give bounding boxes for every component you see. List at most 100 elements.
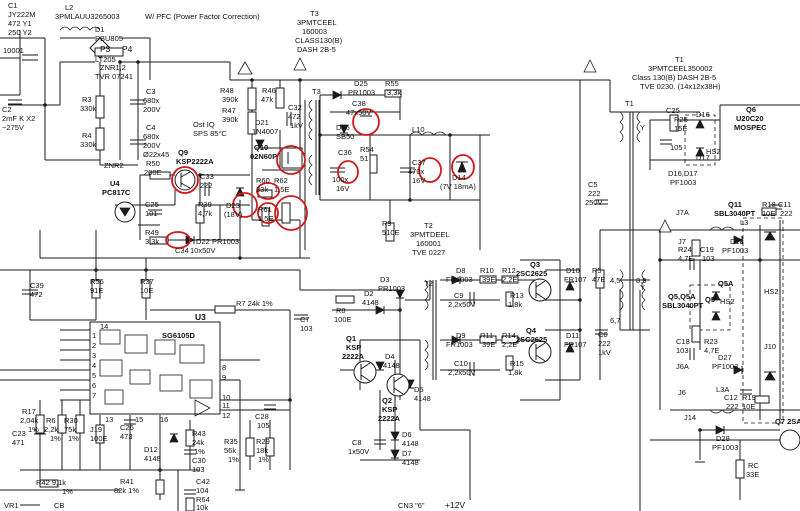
- label-c37: C37: [412, 158, 426, 167]
- label-u3: U3: [195, 312, 206, 322]
- label-j14: J14: [684, 413, 696, 422]
- warning-triangle-icons: [237, 57, 672, 233]
- label-hs2-c: HS2: [764, 287, 779, 296]
- label-d3: D3: [380, 275, 390, 284]
- label-q1v2: 2222A: [342, 352, 365, 361]
- label-j10: J10: [764, 342, 776, 351]
- label-cn3: CN3 "6": [398, 501, 425, 510]
- u3-pin-2: 2: [92, 341, 96, 350]
- label-d26v: SB50: [336, 132, 354, 141]
- label-r41v: 82k 1%: [114, 486, 139, 495]
- label-r8v: 100E: [334, 315, 352, 324]
- label-r19: R19: [742, 393, 756, 402]
- label-q9v: KSP2222A: [176, 157, 214, 166]
- label-c23v: 471: [12, 438, 25, 447]
- label-r49: R49: [145, 228, 159, 237]
- label-r42: R42 9,1k: [36, 478, 66, 487]
- u3-pin-1: 1: [92, 331, 96, 340]
- u3-pin-13: 13: [105, 415, 113, 424]
- label-c36v2: 16V: [336, 184, 349, 193]
- label-c39: C39: [30, 281, 44, 290]
- labels-bottom: R17 2,04k 1% R6 2,2k 1% R30 75k 1% J19 1…: [4, 407, 465, 511]
- label-q4v: 2SC2625: [516, 335, 547, 344]
- label-c6v: 222: [598, 339, 611, 348]
- label-r46: R46: [262, 86, 276, 95]
- label-r39v: 4,7k: [198, 209, 212, 218]
- labels-t3: T3 3PMTCEEL 160003 CLASS130(B) DASH 2B-5…: [295, 9, 343, 96]
- label-r61v: 1,5E: [258, 214, 273, 223]
- label-r7: R7 24k 1%: [236, 299, 273, 308]
- label-r47: R47: [222, 106, 236, 115]
- label-c8: C8: [352, 438, 362, 447]
- label-r37: R37: [140, 277, 154, 286]
- label-t1-tve: TVE 0230. (14x12x38H): [640, 82, 721, 91]
- label-r30v: 75k: [64, 425, 76, 434]
- label-r9: R9: [382, 219, 392, 228]
- u3-ic: [89, 321, 221, 417]
- label-q7: Q7 2SA: [775, 417, 800, 426]
- label-c34: C34: [175, 246, 189, 255]
- label-d9: D9: [456, 331, 466, 340]
- label-c25b: C25: [666, 106, 680, 115]
- label-r4: R4: [82, 131, 92, 140]
- u3-pin-12: 12: [222, 411, 230, 420]
- label-r5: R5: [592, 266, 602, 275]
- label-t3-dash: DASH 2B-5: [297, 45, 336, 54]
- label-r50v: 200E: [144, 168, 162, 177]
- label-pf-16: PF1003: [670, 178, 696, 187]
- label-pins-b: 8,9: [636, 276, 646, 285]
- label-u4: U4: [110, 179, 120, 188]
- label-j6a: J6A: [676, 362, 689, 371]
- label-r5v: 47E: [592, 275, 605, 284]
- label-d27v: PF1003: [712, 362, 738, 371]
- label-d10: D10: [566, 266, 580, 275]
- label-c26: C26: [120, 423, 134, 432]
- label-r43: R43: [192, 429, 206, 438]
- label-q5a: Q5A: [718, 279, 734, 288]
- label-c38: C38: [352, 99, 366, 108]
- transformers: [308, 99, 735, 414]
- label-rcv: 33E: [746, 470, 759, 479]
- label-r37v: 10E: [140, 286, 153, 295]
- label-d21: D21: [255, 118, 269, 127]
- label-r19v: 10E: [742, 402, 755, 411]
- label-c36: C36: [338, 148, 352, 157]
- label-c32v2: 1kV: [290, 121, 303, 130]
- label-r25: R25: [674, 115, 688, 124]
- label-r24: R24: [678, 245, 692, 254]
- u3-pin-6: 6: [92, 381, 96, 390]
- label-r10: R10: [480, 266, 494, 275]
- label-c39v: 472: [30, 290, 43, 299]
- u3-pin-10: 10: [222, 393, 230, 402]
- u3-pin-4: 4: [92, 361, 96, 370]
- label-d1-part2: LT205: [95, 55, 116, 64]
- label-c12: C12: [724, 393, 738, 402]
- label-r6: R6: [46, 416, 56, 425]
- label-c37v: 470x: [408, 167, 425, 176]
- label-d6: D6: [402, 430, 412, 439]
- labels-u3: U3 SG6105D 14 1 2 3 4 5 6 7 8 9 10 11 12…: [92, 312, 230, 424]
- label-c4v: 680x: [143, 132, 160, 141]
- label-c5v2: 250V: [585, 198, 603, 207]
- label-r18: R18: [762, 200, 776, 209]
- label-q4: Q4: [526, 326, 537, 335]
- label-q10: Q10: [254, 143, 268, 152]
- label-q2: Q2: [382, 396, 392, 405]
- label-d1: D1: [95, 25, 105, 34]
- label-r29: R29: [256, 437, 270, 446]
- label-y222: JY222M: [8, 10, 36, 19]
- label-d14: D14: [452, 173, 466, 182]
- label-q2v: KSP: [382, 405, 397, 414]
- label-c32: C32: [288, 103, 302, 112]
- label-q5: Q5: [705, 295, 715, 304]
- label-d22: D22: [196, 237, 210, 246]
- label-r48v: 390k: [222, 95, 239, 104]
- label-l3: L3: [740, 218, 748, 227]
- label-r14v: 2,2E: [502, 340, 517, 349]
- label-c42v: 104: [196, 486, 209, 495]
- u3-pin-15: 15: [135, 415, 143, 424]
- label-r54v: 51: [360, 154, 368, 163]
- label-d14v: (7V 18mA): [440, 182, 476, 191]
- label-q3v: 2SC2625: [516, 269, 547, 278]
